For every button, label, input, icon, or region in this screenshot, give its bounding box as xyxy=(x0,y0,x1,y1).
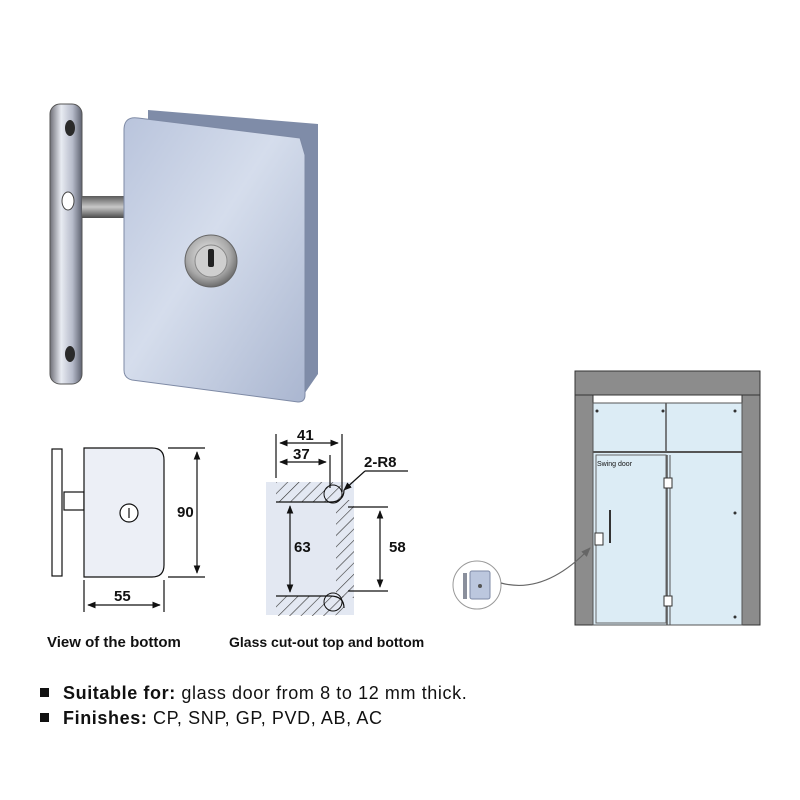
cutout-dimensions xyxy=(275,434,408,593)
dim-leader-radius xyxy=(343,470,366,491)
keyhole-icon xyxy=(208,249,214,267)
spec-label: Finishes: xyxy=(63,708,148,728)
wall-right xyxy=(741,394,761,626)
spec-suitable-for: Suitable for: glass door from 8 to 12 mm… xyxy=(40,683,467,704)
dim-height-label: 90 xyxy=(177,504,194,521)
lock-callout xyxy=(452,547,591,610)
spec-finishes: Finishes: CP, SNP, GP, PVD, AB, AC xyxy=(40,708,383,729)
bullet-icon xyxy=(40,713,49,722)
spec-value: CP, SNP, GP, PVD, AB, AC xyxy=(153,708,383,728)
bottom-view-caption: View of the bottom xyxy=(47,634,181,651)
bottom-view-plate xyxy=(51,448,63,577)
screw-hole-bottom xyxy=(65,346,75,362)
lock-product-image xyxy=(49,103,318,403)
dim-41-label: 41 xyxy=(297,427,314,444)
spec-label: Suitable for: xyxy=(63,683,176,703)
glass-hatch-bottom xyxy=(276,596,344,616)
callout-arrow xyxy=(500,547,591,587)
cutout-drawing xyxy=(266,482,354,616)
wall-left xyxy=(574,394,594,626)
header-beam xyxy=(574,370,761,396)
hinge-top xyxy=(663,477,673,489)
dim-width-label: 55 xyxy=(114,588,131,605)
bottom-view-drawing xyxy=(51,447,205,612)
lock-position xyxy=(594,532,604,546)
dim-radius-label: 2-R8 xyxy=(364,454,397,471)
bullet-icon xyxy=(40,688,49,697)
installation-diagram xyxy=(574,370,761,626)
glass-hatch-right xyxy=(336,500,354,598)
dim-37-label: 37 xyxy=(293,446,310,463)
screw-hole-top xyxy=(65,120,75,136)
swing-door-label: Swing door xyxy=(597,461,633,468)
hinge-bottom xyxy=(663,595,673,607)
bolt-hole xyxy=(61,191,75,211)
cutout-caption: Glass cut-out top and bottom xyxy=(229,634,424,650)
spec-value: glass door from 8 to 12 mm thick. xyxy=(181,683,468,703)
strike-plate xyxy=(49,103,83,385)
dim-58-label: 58 xyxy=(389,539,406,556)
bottom-view-pin xyxy=(63,491,85,511)
bolt-pin xyxy=(82,196,128,218)
dim-63-label: 63 xyxy=(294,539,311,556)
